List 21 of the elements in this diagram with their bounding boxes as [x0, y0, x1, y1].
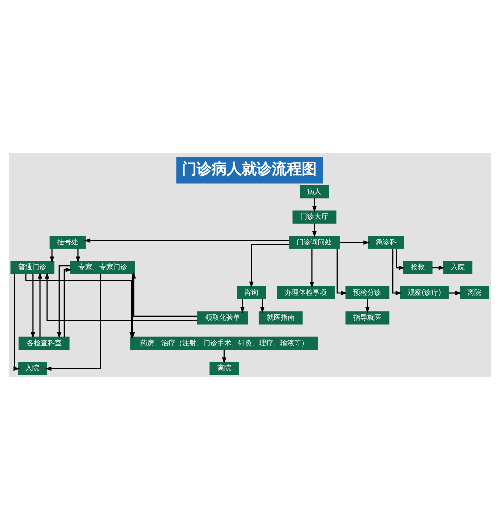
- arrow: [64, 268, 72, 338]
- arrow: [84, 238, 290, 243]
- arrow: [45, 272, 198, 322]
- arrow: [45, 274, 102, 372]
- arrow: [14, 274, 20, 372]
- arrow: [132, 272, 198, 318]
- arrow: [57, 265, 70, 339]
- arrow: [336, 248, 348, 296]
- arrow: [312, 224, 317, 238]
- arrow: [392, 248, 402, 296]
- arrow: [312, 198, 317, 213]
- arrow: [31, 274, 36, 339]
- diagram-title: 门诊病人就诊流程图: [182, 160, 317, 178]
- arrow: [50, 248, 54, 263]
- arrow: [76, 248, 80, 263]
- arrow: [249, 244, 290, 288]
- arrow: [310, 248, 314, 288]
- arrow: [38, 272, 42, 338]
- arrow: [340, 240, 370, 245]
- arrow: [396, 248, 406, 270]
- arrow: [448, 291, 462, 296]
